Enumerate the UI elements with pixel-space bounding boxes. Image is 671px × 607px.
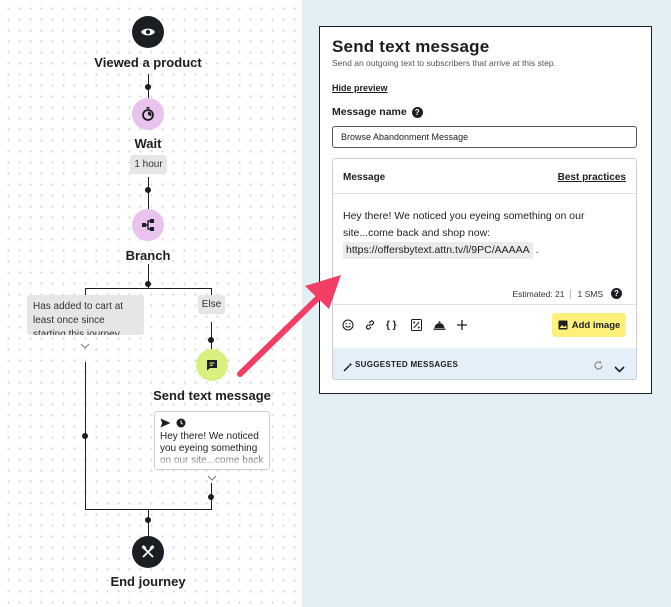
message-textarea[interactable]: Hey there! We noticed you eyeing somethi…: [343, 208, 628, 259]
best-practices-link[interactable]: Best practices: [557, 172, 626, 183]
branch-condition-box[interactable]: Has added to cart at least once since st…: [27, 295, 144, 335]
connector-dot: [145, 84, 151, 90]
connector: [148, 509, 149, 537]
message-toolbar: { } Add image: [333, 304, 636, 348]
connector: [148, 177, 149, 209]
connector-dot: [82, 433, 88, 439]
message-name-input[interactable]: [332, 126, 637, 148]
connector: [211, 288, 212, 296]
branch-node[interactable]: [132, 209, 164, 241]
send-text-preview-card[interactable]: Hey there! We noticed you eyeing somethi…: [154, 411, 270, 470]
eye-icon: [141, 28, 155, 36]
help-icon[interactable]: ?: [611, 288, 622, 299]
message-after-link: .: [535, 244, 539, 256]
link-icon[interactable]: [364, 319, 376, 335]
wait-duration-chip[interactable]: 1 hour: [130, 155, 167, 174]
viewed-product-node[interactable]: [132, 16, 164, 48]
viewed-product-label: Viewed a product: [94, 55, 202, 70]
branch-label: Branch: [125, 248, 171, 263]
suggested-messages-label: SUGGESTED MESSAGES: [355, 360, 459, 369]
emoji-icon[interactable]: [342, 319, 354, 335]
chevron-down-icon[interactable]: [614, 360, 625, 378]
image-icon: [558, 320, 568, 330]
send-text-settings-panel: Send text message Send an outgoing text …: [319, 26, 652, 394]
concierge-bell-icon[interactable]: [433, 319, 446, 335]
sms-estimate: Estimated: 21 1 SMS ?: [512, 288, 622, 299]
connector: [85, 288, 86, 296]
branch-icon: [142, 219, 154, 231]
hide-preview-link[interactable]: Hide preview: [332, 83, 388, 93]
branch-condition-text: Has added to cart at least once since st…: [33, 301, 124, 335]
wait-label: Wait: [134, 136, 162, 151]
sms-count: 1 SMS: [577, 288, 603, 299]
refresh-icon[interactable]: [593, 358, 604, 376]
plus-icon[interactable]: [456, 319, 468, 335]
chevron-down-icon[interactable]: [80, 341, 90, 351]
message-name-label-text: Message name: [332, 106, 407, 118]
percent-icon[interactable]: [411, 319, 422, 335]
message-editor-header: Message Best practices: [333, 159, 636, 194]
crossed-tools-icon: [141, 545, 155, 558]
branch-else-chip[interactable]: Else: [198, 295, 225, 314]
connector: [148, 264, 149, 288]
suggested-messages-bar[interactable]: SUGGESTED MESSAGES: [333, 348, 636, 379]
send-text-node[interactable]: [196, 349, 228, 381]
message-link-chip[interactable]: https://offersbytext.attn.tv/l/9PC/AAAAA: [343, 242, 533, 259]
send-text-label: Send text message: [153, 388, 271, 403]
branch-split-line: [85, 288, 212, 289]
stopwatch-icon: [142, 107, 154, 121]
panel-subtitle: Send an outgoing text to subscribers tha…: [332, 58, 556, 68]
wait-node[interactable]: [132, 98, 164, 130]
end-journey-label: End journey: [110, 574, 186, 589]
connector-dot: [145, 281, 151, 287]
estimated-characters: Estimated: 21: [512, 288, 565, 299]
message-text: Hey there! We noticed you eyeing somethi…: [343, 210, 585, 239]
magic-wand-icon: [343, 359, 353, 377]
help-icon[interactable]: ?: [411, 106, 423, 118]
add-image-label: Add image: [571, 319, 621, 331]
clock-icon: [176, 418, 186, 428]
message-name-label: Message name ?: [332, 106, 423, 118]
connector-dot: [208, 337, 214, 343]
message-label: Message: [343, 172, 386, 183]
message-editor: Message Best practices Hey there! We not…: [332, 158, 637, 380]
add-image-button[interactable]: Add image: [552, 313, 626, 337]
connector-dot: [145, 187, 151, 193]
chevron-down-icon[interactable]: [207, 473, 217, 483]
send-icon: [160, 418, 171, 428]
message-icon: [207, 360, 217, 371]
end-journey-node[interactable]: [132, 536, 164, 568]
panel-title: Send text message: [332, 37, 490, 56]
connector-dot: [145, 517, 151, 523]
connector-dot: [208, 494, 214, 500]
braces-icon[interactable]: { }: [386, 320, 397, 331]
connector: [211, 322, 212, 349]
